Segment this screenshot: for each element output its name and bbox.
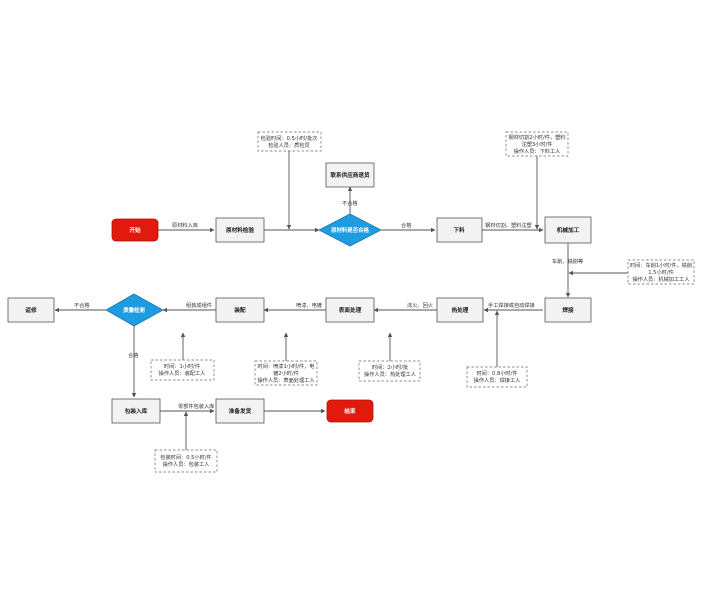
node-end[interactable]: 结束 xyxy=(326,399,374,423)
nodes: 开始 原材料检验 原材料是否合格 联系供应商退货 下料 机械加工 xyxy=(7,162,592,424)
node-decide-label: 原材料是否合格 xyxy=(331,226,369,234)
edge-label-welding-heat: 手工焊接或自动焊接 xyxy=(488,301,535,309)
node-decide[interactable]: 原材料是否合格 xyxy=(318,213,382,247)
node-quality[interactable]: 质量检测 xyxy=(105,293,164,327)
node-contact[interactable]: 联系供应商退货 xyxy=(325,162,375,188)
note-surface: 时间：喷漆1小时/件，电 镀2小时/件 操作人员：表面处理工人 xyxy=(254,360,318,386)
node-repair[interactable]: 返修 xyxy=(7,297,55,323)
node-surface[interactable]: 表面处理 xyxy=(325,297,375,323)
node-cut-label: 下料 xyxy=(453,226,465,234)
note-machining-line-1: 时间：车削1小时/件，铣削 xyxy=(630,261,692,269)
node-welding-label: 焊接 xyxy=(562,306,574,314)
note-surface-line-2: 镀2小时/件 xyxy=(273,369,299,377)
node-cut[interactable]: 下料 xyxy=(436,217,483,243)
note-cut-line-2: 注塑3小时/件 xyxy=(522,140,553,148)
node-surface-label: 表面处理 xyxy=(338,306,362,314)
node-pack[interactable]: 包装入库 xyxy=(111,398,161,424)
edge-label-heat-surface: 淬火、回火 xyxy=(407,301,433,309)
node-end-label: 结束 xyxy=(344,407,356,415)
note-heat-line-1: 时间：2小时/批 xyxy=(372,363,408,371)
edge-label-assembly-quality: 组装成组件 xyxy=(186,301,212,309)
node-quality-label: 质量检测 xyxy=(123,306,145,314)
edge-labels: 原材料入库 不合格 合格 钢材切割、塑料注塑 车削、铣削等 手工焊接或自动焊接 … xyxy=(74,199,583,410)
note-cut-line-1: 钢材切割2小时/件，塑料 xyxy=(509,133,566,141)
node-inspect-label: 原材料检验 xyxy=(226,226,254,234)
node-pack-label: 包装入库 xyxy=(125,407,148,415)
note-assembly-line-2: 操作人员：装配工人 xyxy=(159,369,206,377)
node-machining[interactable]: 机械加工 xyxy=(544,216,592,244)
edges xyxy=(54,150,628,450)
node-assembly-label: 装配 xyxy=(233,306,246,314)
note-cut-line-3: 操作人员：下料工人 xyxy=(514,147,561,155)
node-ship-label: 准备发货 xyxy=(229,407,252,415)
note-machining-line-2: 1.5小时/件 xyxy=(648,268,674,276)
edge-label-decide-contact: 不合格 xyxy=(342,199,358,207)
note-surface-line-3: 操作人员：表面处理工人 xyxy=(257,376,314,384)
edge-label-pack-ship: 零部件包装入库 xyxy=(178,402,214,410)
node-repair-label: 返修 xyxy=(25,306,37,314)
note-surface-line-1: 时间：喷漆1小时/件，电 xyxy=(258,362,315,370)
node-assembly[interactable]: 装配 xyxy=(215,297,265,323)
note-welding-line-2: 操作人员：焊接工人 xyxy=(474,376,521,384)
note-machining: 时间：车削1小时/件，铣削 1.5小时/件 操作人员：机械加工工人 xyxy=(627,259,695,285)
node-start-label: 开始 xyxy=(129,226,141,234)
note-inspect-line-2: 检验人员：质检员 xyxy=(268,141,310,149)
note-welding: 时间：0.8小时/件 操作人员：焊接工人 xyxy=(466,366,528,388)
note-pack-line-2: 操作人员：包装工人 xyxy=(163,460,210,468)
node-heat[interactable]: 热处理 xyxy=(436,297,484,323)
note-pack-line-1: 包装时间：0.5小时/件 xyxy=(160,453,212,461)
note-pack: 包装时间：0.5小时/件 操作人员：包装工人 xyxy=(154,449,218,473)
edge-label-machining-welding: 车削、铣削等 xyxy=(552,257,583,265)
edge-label-decide-cut: 合格 xyxy=(401,221,412,229)
note-welding-line-1: 时间：0.8小时/件 xyxy=(476,369,517,377)
node-ship[interactable]: 准备发货 xyxy=(215,398,265,424)
note-heat: 时间：2小时/批 操作人员：热处理工人 xyxy=(358,360,421,382)
node-start[interactable]: 开始 xyxy=(111,218,159,242)
note-inspect: 检验时间：0.5小时/批次 检验人员：质检员 xyxy=(257,131,322,152)
node-contact-label: 联系供应商退货 xyxy=(330,171,370,179)
edge-label-quality-repair: 不合格 xyxy=(74,301,90,309)
edge-label-cut-machining: 钢材切割、塑料注塑 xyxy=(485,221,532,229)
note-cut: 钢材切割2小时/件，塑料 注塑3小时/件 操作人员：下料工人 xyxy=(505,131,569,157)
node-inspect[interactable]: 原材料检验 xyxy=(215,217,265,243)
node-welding[interactable]: 焊接 xyxy=(544,297,592,323)
node-machining-label: 机械加工 xyxy=(557,226,580,234)
note-inspect-line-1: 检验时间：0.5小时/批次 xyxy=(261,134,318,142)
edge-label-quality-pack: 合格 xyxy=(128,351,139,359)
notes: 检验时间：0.5小时/批次 检验人员：质检员 钢材切割2小时/件，塑料 注塑3小… xyxy=(150,131,695,473)
node-heat-label: 热处理 xyxy=(452,306,469,314)
note-heat-line-2: 操作人员：热处理工人 xyxy=(364,370,416,378)
note-machining-line-3: 操作人员：机械加工工人 xyxy=(632,275,689,283)
edge-label-surface-assembly: 喷漆、电镀 xyxy=(296,301,323,309)
note-assembly-line-1: 时间：1小时/件 xyxy=(164,362,200,370)
edge-label-start-inspect: 原材料入库 xyxy=(172,221,198,229)
note-assembly: 时间：1小时/件 操作人员：装配工人 xyxy=(150,359,215,381)
